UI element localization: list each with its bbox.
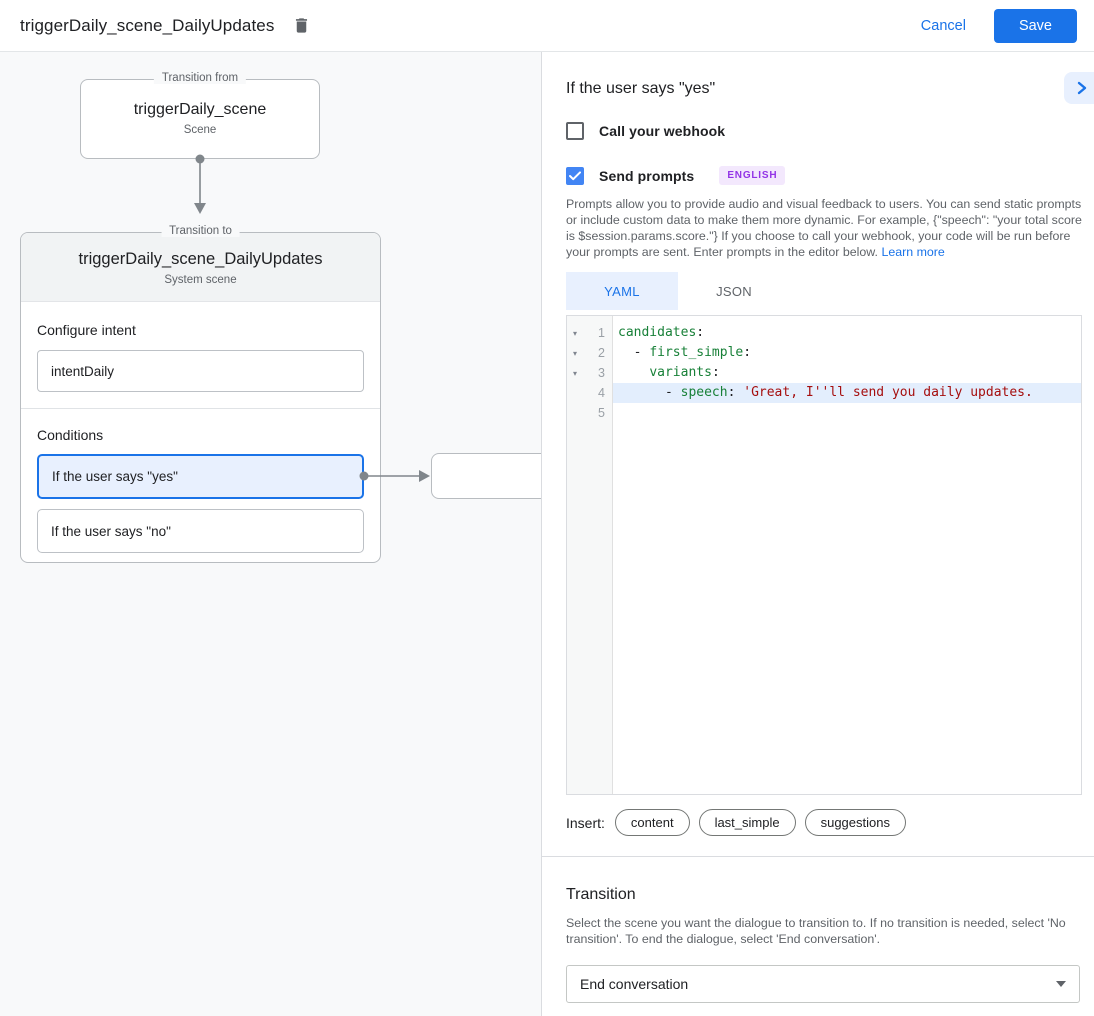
- from-node-subtitle: Scene: [183, 124, 217, 136]
- code-token: :: [696, 325, 705, 340]
- transition-section-title: Transition: [566, 886, 636, 903]
- line-number: 5: [598, 406, 605, 420]
- language-badge: ENGLISH: [719, 166, 786, 185]
- panel-title: If the user says "yes": [566, 80, 716, 97]
- gutter-row: 5: [567, 403, 612, 423]
- code-token: first_simple: [649, 345, 744, 360]
- topbar-actions: Cancel Save: [920, 8, 1077, 43]
- scene-card-header: triggerDaily_scene_DailyUpdates System s…: [21, 233, 380, 302]
- gutter-row: ▾1: [567, 323, 612, 343]
- fold-toggle-icon[interactable]: ▾: [572, 368, 577, 378]
- scene-card-body: Configure intent intentDaily Conditions …: [21, 322, 380, 553]
- send-prompts-checkbox[interactable]: [566, 166, 584, 185]
- intent-input[interactable]: intentDaily: [37, 350, 364, 392]
- line-number: 1: [598, 326, 605, 340]
- to-node-subtitle: System scene: [164, 274, 237, 286]
- code-line-1[interactable]: candidates:: [613, 323, 1081, 343]
- scene-graph-canvas[interactable]: Transition from triggerDaily_scene Scene…: [0, 52, 541, 1016]
- condition-item-yes[interactable]: If the user says "yes": [37, 454, 364, 499]
- cancel-button[interactable]: Cancel: [920, 17, 966, 34]
- line-number: 3: [598, 366, 605, 380]
- card-divider: [21, 408, 380, 409]
- code-token: speech: [680, 385, 728, 400]
- code-token: :: [711, 365, 720, 380]
- condition-editor-panel: If the user says "yes" Call your webhook…: [541, 52, 1094, 1016]
- gutter-row: 4: [567, 383, 612, 403]
- code-line-4[interactable]: - speech: 'Great, I''ll send you daily u…: [613, 383, 1081, 403]
- code-line-2[interactable]: - first_simple:: [613, 343, 1081, 363]
- code-token: 'Great, I''ll send you daily updates.: [743, 385, 1033, 400]
- webhook-checkbox[interactable]: [566, 122, 584, 140]
- topbar-left: triggerDaily_scene_DailyUpdates: [20, 11, 315, 40]
- line-number: 4: [598, 386, 605, 400]
- code-token: candidates: [618, 325, 697, 340]
- save-button[interactable]: Save: [993, 8, 1077, 43]
- condition-item-no[interactable]: If the user says "no": [37, 509, 364, 553]
- code-line-3[interactable]: variants:: [613, 363, 1081, 383]
- insert-chip-last_simple[interactable]: last_simple: [698, 809, 796, 836]
- transition-from-label: Transition from: [153, 72, 247, 84]
- to-node-title: triggerDaily_scene_DailyUpdates: [78, 250, 323, 268]
- prompts-description: Prompts allow you to provide audio and v…: [566, 196, 1082, 260]
- page-title: triggerDaily_scene_DailyUpdates: [20, 15, 275, 35]
- insert-row: Insert: content last_simple suggestions: [566, 809, 1082, 836]
- code-token: variants: [649, 365, 712, 380]
- editor-code[interactable]: candidates: - first_simple: variants: - …: [613, 316, 1081, 794]
- code-token: -: [618, 345, 650, 360]
- webhook-label: Call your webhook: [599, 123, 726, 139]
- topbar: triggerDaily_scene_DailyUpdates Cancel S…: [0, 0, 1094, 52]
- transition-select-value: End conversation: [580, 976, 689, 992]
- fold-toggle-icon[interactable]: ▾: [572, 348, 577, 358]
- code-token: [618, 365, 649, 380]
- send-prompts-label: Send prompts: [599, 167, 695, 184]
- call-webhook-row[interactable]: Call your webhook: [566, 122, 1082, 140]
- collapse-panel-button[interactable]: [1064, 72, 1094, 104]
- send-prompts-row[interactable]: Send prompts ENGLISH: [566, 166, 1082, 185]
- gutter-row: ▾2: [567, 343, 612, 363]
- from-node-title: triggerDaily_scene: [133, 101, 267, 118]
- main-layout: Transition from triggerDaily_scene Scene…: [0, 52, 1094, 1016]
- code-token: -: [618, 385, 681, 400]
- prompts-description-text: Prompts allow you to provide audio and v…: [566, 197, 1082, 259]
- insert-chips: content last_simple suggestions: [614, 809, 915, 836]
- tab-json[interactable]: JSON: [716, 283, 752, 299]
- delete-scene-button[interactable]: [288, 11, 315, 40]
- gutter-row: ▾3: [567, 363, 612, 383]
- dropdown-caret-icon: [1056, 981, 1066, 987]
- learn-more-link[interactable]: Learn more: [881, 245, 945, 259]
- code-token: :: [727, 385, 744, 400]
- insert-chip-content[interactable]: content: [614, 809, 690, 836]
- editor-format-tabs: YAML JSON: [566, 272, 1082, 310]
- conditions-label: Conditions: [37, 427, 104, 443]
- transition-select[interactable]: End conversation: [566, 965, 1080, 1003]
- line-number: 2: [598, 346, 605, 360]
- transition-from-node[interactable]: Transition from triggerDaily_scene Scene: [80, 72, 320, 159]
- configure-intent-label: Configure intent: [37, 322, 136, 338]
- fold-toggle-icon[interactable]: ▾: [572, 328, 577, 338]
- tab-yaml[interactable]: YAML: [566, 272, 678, 310]
- code-line-5[interactable]: [613, 403, 1081, 423]
- code-token: :: [743, 345, 752, 360]
- transition-to-label: Transition to: [161, 225, 240, 237]
- transition-description: Select the scene you want the dialogue t…: [566, 916, 1066, 946]
- insert-label: Insert:: [566, 814, 605, 831]
- insert-chip-suggestions[interactable]: suggestions: [804, 809, 906, 836]
- section-divider: [542, 856, 1094, 857]
- transition-to-card[interactable]: Transition to triggerDaily_scene_DailyUp…: [20, 225, 381, 563]
- transition-target-node[interactable]: [431, 453, 541, 499]
- trash-icon: [296, 18, 308, 33]
- chevron-right-icon: [1077, 81, 1087, 95]
- checkmark-icon: [569, 170, 581, 180]
